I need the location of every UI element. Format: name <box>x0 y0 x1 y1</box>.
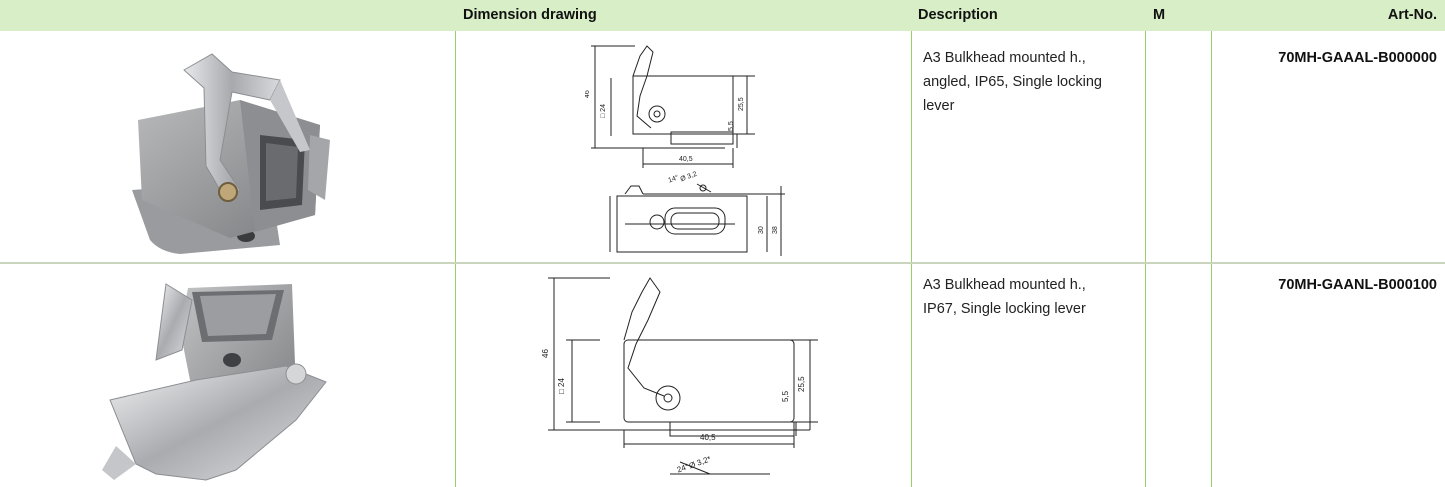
description-line: IP67, Single locking lever <box>923 301 1086 317</box>
dim-label: 5,5 <box>781 390 790 402</box>
row-description: A3 Bulkhead mounted h., IP67, Single loc… <box>923 273 1138 321</box>
dim-label: 5,5 <box>728 121 735 131</box>
column-rule <box>455 31 456 487</box>
dim-label: 24° <box>676 462 690 475</box>
dim-label: 14° <box>667 173 680 184</box>
dimension-drawing: 46 □ 24 25,5 5,5 40,5 Ø 3,2* 24° <box>541 277 818 475</box>
dim-label: 46 <box>541 349 550 358</box>
dim-label: 25,5 <box>738 97 745 111</box>
column-rule <box>1211 31 1212 487</box>
description-line: A3 Bulkhead mounted h., <box>923 277 1086 293</box>
dim-label: 38 <box>772 226 779 234</box>
row-separator <box>0 262 1445 264</box>
product-photo <box>132 53 330 254</box>
description-line: lever <box>923 98 955 114</box>
column-rule <box>911 31 912 487</box>
dimension-drawing: 46 □ 24 25,5 5,5 40,5 Ø 3,2 14° 30 38 <box>585 45 785 256</box>
row-art-no: 70MH-GAAAL-B000000 <box>1278 50 1437 66</box>
dim-label: 46 <box>585 90 591 98</box>
dim-label: □ 24 <box>600 104 607 118</box>
row-art-no: 70MH-GAANL-B000100 <box>1278 277 1437 293</box>
product-photo <box>102 283 327 481</box>
header-m: M <box>1153 7 1166 23</box>
dim-label: Ø 3,2* <box>688 454 712 470</box>
header-art-no: Art-No. <box>1387 7 1437 23</box>
row-description: A3 Bulkhead mounted h., angled, IP65, Si… <box>923 46 1138 118</box>
dim-label: □ 24 <box>557 377 566 394</box>
column-rule <box>1145 31 1146 487</box>
header-image <box>0 0 455 31</box>
dim-label: 40,5 <box>679 156 693 163</box>
description-line: angled, IP65, Single locking <box>923 74 1102 90</box>
description-line: A3 Bulkhead mounted h., <box>923 50 1086 66</box>
dim-label: 40,5 <box>700 433 716 442</box>
header-dimension-drawing: Dimension drawing <box>463 7 597 23</box>
table-header <box>0 0 1445 31</box>
dim-label: 25,5 <box>797 376 806 392</box>
dim-label: Ø 3,2 <box>680 171 699 183</box>
dim-label: 30 <box>758 226 765 234</box>
header-description: Description <box>918 7 998 23</box>
